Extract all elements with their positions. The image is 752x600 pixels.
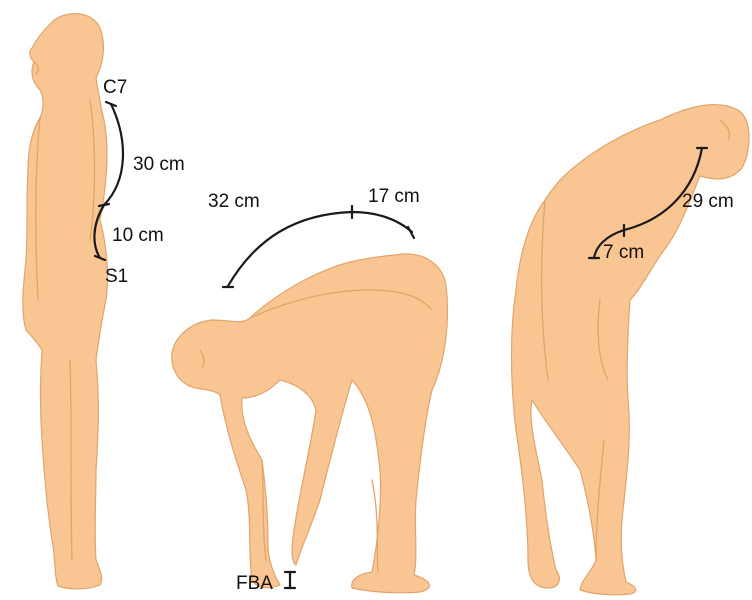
s1-label: S1	[105, 266, 128, 287]
flexion-lower-length: 17 cm	[368, 186, 420, 207]
flexion-upper-length: 32 cm	[208, 191, 260, 212]
flexion-end-mark	[408, 227, 414, 238]
c7-label: C7	[103, 77, 127, 98]
standing-lower-length: 10 cm	[112, 225, 164, 246]
flexion-figure	[172, 254, 448, 593]
fba-label: FBA	[236, 573, 273, 594]
standing-measure: C7 30 cm 10 cm S1	[94, 77, 184, 287]
extension-lower-length: 7 cm	[603, 242, 644, 263]
extension-upper-length: 29 cm	[682, 191, 734, 212]
standing-figure	[23, 14, 108, 589]
standing-upper-length: 30 cm	[133, 154, 185, 175]
extension-figure	[512, 105, 750, 595]
fba-bracket	[285, 572, 295, 588]
